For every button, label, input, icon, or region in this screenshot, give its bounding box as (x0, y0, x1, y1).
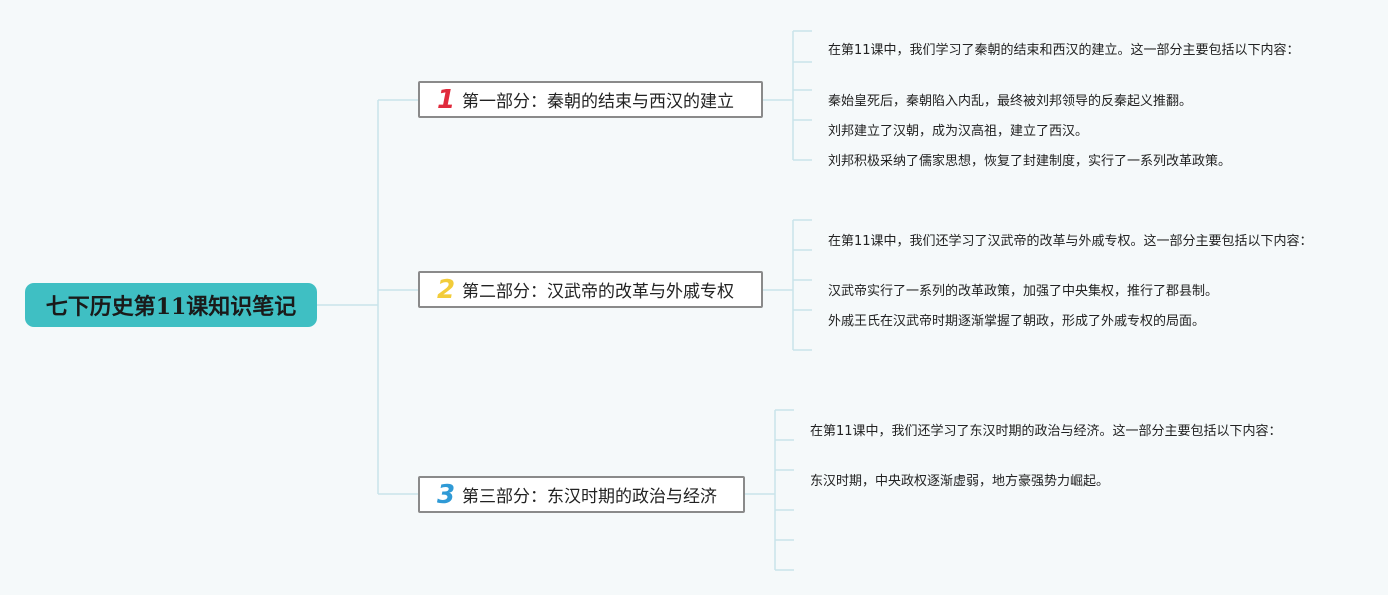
leaf-3-1[interactable]: 在第11课中，我们还学习了东汉时期的政治与经济。这一部分主要包括以下内容： (810, 424, 1282, 439)
branch-node-1[interactable]: 1 第一部分：秦朝的结束与西汉的建立 (418, 81, 763, 118)
branch-title-3: 第三部分：东汉时期的政治与经济 (462, 487, 717, 507)
root-title: 七下历史第11课知识笔记 (45, 294, 297, 320)
leaf-2-3[interactable]: 外戚王氏在汉武帝时期逐渐掌握了朝政，形成了外戚专权的局面。 (828, 314, 1206, 329)
branch-node-2[interactable]: 2 第二部分：汉武帝的改革与外戚专权 (418, 271, 763, 308)
branch-node-3[interactable]: 3 第三部分：东汉时期的政治与经济 (418, 476, 745, 513)
leaf-1-3[interactable]: 刘邦建立了汉朝，成为汉高祖，建立了西汉。 (828, 124, 1089, 139)
leaf-2-1[interactable]: 在第11课中，我们还学习了汉武帝的改革与外戚专权。这一部分主要包括以下内容： (828, 234, 1313, 249)
leaf-1-1[interactable]: 在第11课中，我们学习了秦朝的结束和西汉的建立。这一部分主要包括以下内容： (828, 43, 1300, 58)
number-1-icon: 1 (436, 84, 456, 115)
leaf-1-4[interactable]: 刘邦积极采纳了儒家思想，恢复了封建制度，实行了一系列改革政策。 (828, 154, 1232, 169)
branch-title-1: 第一部分：秦朝的结束与西汉的建立 (462, 92, 734, 112)
leaf-3-2[interactable]: 东汉时期，中央政权逐渐虚弱，地方豪强势力崛起。 (810, 474, 1110, 489)
number-3-icon: 3 (436, 479, 456, 510)
root-node[interactable]: 七下历史第11课知识笔记 (25, 283, 317, 327)
leaf-2-2[interactable]: 汉武帝实行了一系列的改革政策，加强了中央集权，推行了郡县制。 (828, 284, 1219, 299)
branch-title-2: 第二部分：汉武帝的改革与外戚专权 (462, 282, 734, 302)
leaf-1-2[interactable]: 秦始皇死后，秦朝陷入内乱，最终被刘邦领导的反秦起义推翻。 (828, 94, 1193, 109)
number-2-icon: 2 (436, 274, 456, 305)
